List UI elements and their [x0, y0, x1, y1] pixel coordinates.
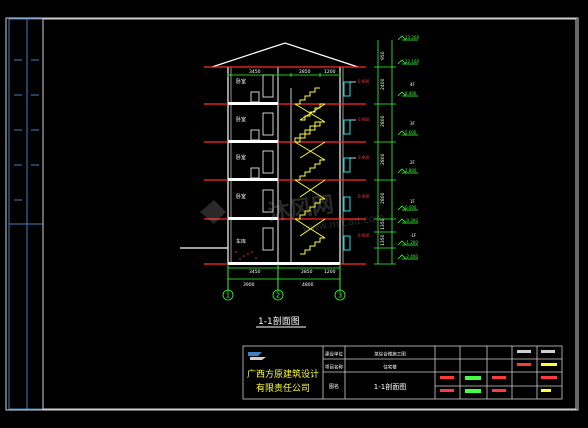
svg-text:4F: 4F	[410, 82, 416, 87]
company-name-line1: 广西方原建筑设计	[247, 368, 319, 380]
stair-windows	[343, 81, 351, 251]
svg-text:1200: 1200	[324, 269, 336, 275]
axis-label-2: 2	[276, 292, 280, 300]
svg-text:0.900: 0.900	[358, 155, 370, 160]
project-label: 建设单位	[325, 351, 343, 358]
roof-outline	[211, 42, 359, 68]
drawing-name: 1-1剖面图	[374, 382, 406, 391]
svg-text:5.600: 5.600	[405, 130, 417, 135]
svg-text:-1.200: -1.200	[405, 240, 418, 245]
svg-text:卧室: 卧室	[236, 154, 246, 161]
building-section: 卧室 卧室 卧室 卧室 车库	[180, 42, 366, 265]
svg-text:-2.400: -2.400	[405, 254, 418, 259]
svg-text:13.200: 13.200	[405, 35, 419, 40]
svg-text:2800: 2800	[380, 192, 386, 204]
svg-text:2.800: 2.800	[405, 168, 417, 173]
section-title: 1-1剖面图	[258, 315, 300, 327]
svg-text:1350: 1350	[380, 234, 386, 246]
svg-text:卧室: 卧室	[236, 116, 246, 123]
svg-text:8.400: 8.400	[405, 91, 417, 96]
svg-text:3450: 3450	[249, 69, 261, 75]
grid-axis-bubbles	[222, 264, 346, 301]
svg-text:卧室: 卧室	[236, 193, 246, 200]
svg-text:3450: 3450	[249, 269, 261, 275]
svg-text:3900: 3900	[243, 282, 255, 288]
svg-text:3F: 3F	[410, 121, 416, 126]
item-value: 住宅楼	[383, 364, 397, 371]
axis-label-1: 1	[226, 292, 230, 300]
item-label: 项目名称	[325, 364, 343, 371]
binding-strip	[8, 18, 44, 410]
dimension-lines	[227, 40, 396, 292]
svg-text:2800: 2800	[380, 115, 386, 127]
svg-text:0.900: 0.900	[358, 79, 370, 84]
sheet-border	[5, 17, 579, 411]
binding-strip-marks	[14, 59, 39, 201]
svg-text:0.000: 0.000	[405, 205, 417, 210]
svg-text:1F: 1F	[410, 199, 416, 204]
drawing-name-label: 图名	[329, 383, 339, 390]
project-value: 某综合楼施工图	[374, 351, 406, 358]
svg-text:-0.300: -0.300	[405, 218, 418, 223]
svg-text:950: 950	[380, 51, 386, 60]
svg-text:4800: 4800	[302, 282, 314, 288]
svg-text:2850: 2850	[299, 69, 311, 75]
svg-text:车库: 车库	[236, 238, 246, 245]
company-logo	[248, 352, 266, 360]
svg-text:0.900: 0.900	[358, 233, 370, 238]
title-block	[242, 345, 563, 400]
svg-text:0.900: 0.900	[358, 194, 370, 199]
svg-text:2800: 2800	[380, 153, 386, 165]
svg-text:1350: 1350	[380, 218, 386, 230]
axis-label-3: 3	[338, 292, 342, 300]
stair-flights	[294, 87, 326, 255]
svg-text:2850: 2850	[301, 269, 313, 275]
drawing-frame	[42, 18, 577, 410]
signature-cells	[440, 350, 557, 393]
svg-text:卧室: 卧室	[236, 78, 246, 85]
svg-text:1200: 1200	[324, 69, 336, 75]
elevation-markers	[397, 35, 418, 260]
svg-text:0.900: 0.900	[358, 117, 370, 122]
svg-text:2F: 2F	[410, 160, 416, 165]
svg-text:2400: 2400	[380, 78, 386, 90]
company-name-line2: 有限责任公司	[256, 382, 310, 394]
svg-text:12.100: 12.100	[405, 59, 419, 64]
svg-text:-1F: -1F	[410, 233, 417, 238]
